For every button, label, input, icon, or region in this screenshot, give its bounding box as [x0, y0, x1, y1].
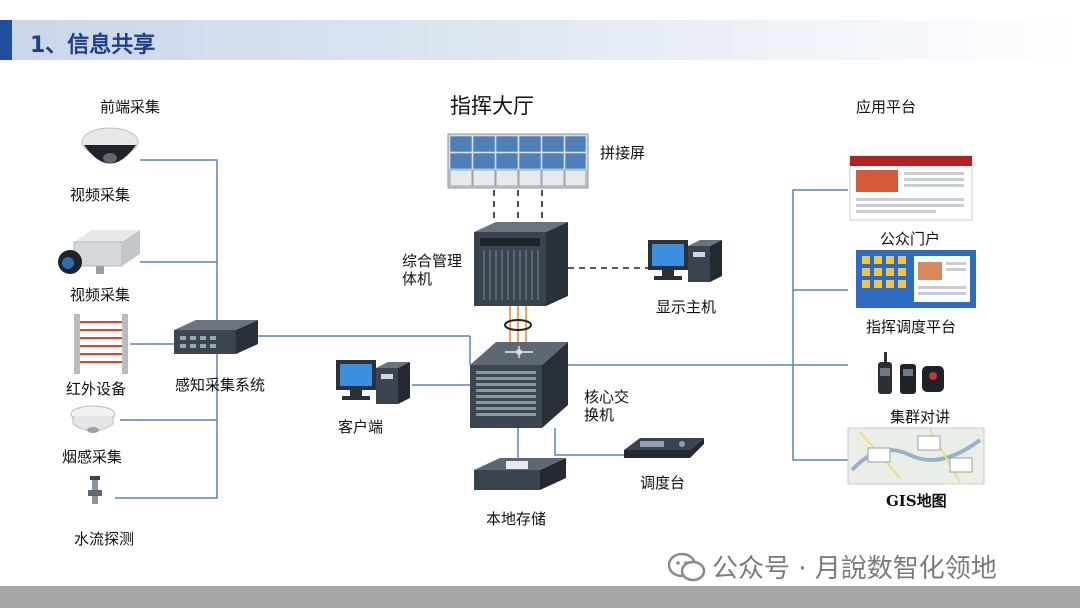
link-core-console: [554, 428, 630, 456]
footer-bar: [0, 586, 1080, 608]
title-bar: 1、信息共享: [0, 20, 1080, 60]
application-platform-heading: 应用平台: [856, 98, 917, 116]
box-camera-icon: [58, 230, 140, 274]
page-title: 1、信息共享: [30, 33, 156, 58]
console-label: 调度台: [640, 474, 686, 492]
front-end-heading: 前端采集: [100, 98, 161, 116]
perception-box: [174, 320, 258, 354]
link-apps-bus: [792, 189, 848, 461]
connection-lines: [115, 159, 848, 499]
smoke-detector-icon: [70, 405, 116, 433]
camera-box-label: 视频采集: [70, 286, 131, 304]
storage-label: 本地存储: [486, 510, 547, 528]
core-switch: [470, 342, 568, 428]
command-hall-heading: 指挥大厅: [450, 94, 534, 118]
management-unit-label-2: 体机: [402, 270, 433, 288]
dome-camera-icon: [81, 127, 139, 164]
core-switch-label-1: 核心交: [584, 388, 630, 406]
infrared-beams-icon: [74, 314, 128, 374]
uplink-cables: [509, 305, 527, 342]
dispatch-console: [624, 438, 704, 458]
command-platform-screenshot: [856, 250, 976, 308]
cable-bundle-ring: [504, 319, 532, 331]
client-label: 客户端: [338, 418, 384, 436]
display-host-label: 显示主机: [656, 298, 717, 316]
watermark-text: 公众号 · 月說数智化领地: [712, 554, 997, 584]
video-wall-label: 拼接屏: [600, 144, 646, 162]
management-unit: [474, 222, 568, 306]
radio-handsets-icon: [878, 352, 944, 394]
display-host-pc: [648, 240, 722, 282]
management-unit-label-1: 综合管理: [402, 252, 463, 270]
client-pc: [336, 360, 410, 404]
portal-screenshot: [849, 155, 973, 221]
water-label: 水流探测: [74, 530, 135, 548]
wechat-icon: [668, 552, 706, 582]
trunking-label: 集群对讲: [890, 408, 951, 426]
local-storage: [474, 458, 566, 490]
perception-system-label: 感知采集系统: [175, 376, 266, 394]
core-switch-label-2: 换机: [584, 406, 615, 424]
camera-dome-label: 视频采集: [70, 186, 131, 204]
command-platform-label: 指挥调度平台: [866, 318, 957, 336]
video-wall: [447, 133, 589, 189]
title-accent-bar: [0, 20, 12, 60]
infrared-label: 红外设备: [66, 380, 127, 398]
portal-label: 公众门户: [880, 230, 941, 248]
gis-map-screenshot: [847, 427, 985, 485]
dashed-links: [493, 190, 650, 269]
water-flow-sensor-icon: [88, 476, 102, 504]
smoke-label: 烟感采集: [62, 448, 123, 466]
gis-label: GIS地图: [886, 492, 947, 510]
